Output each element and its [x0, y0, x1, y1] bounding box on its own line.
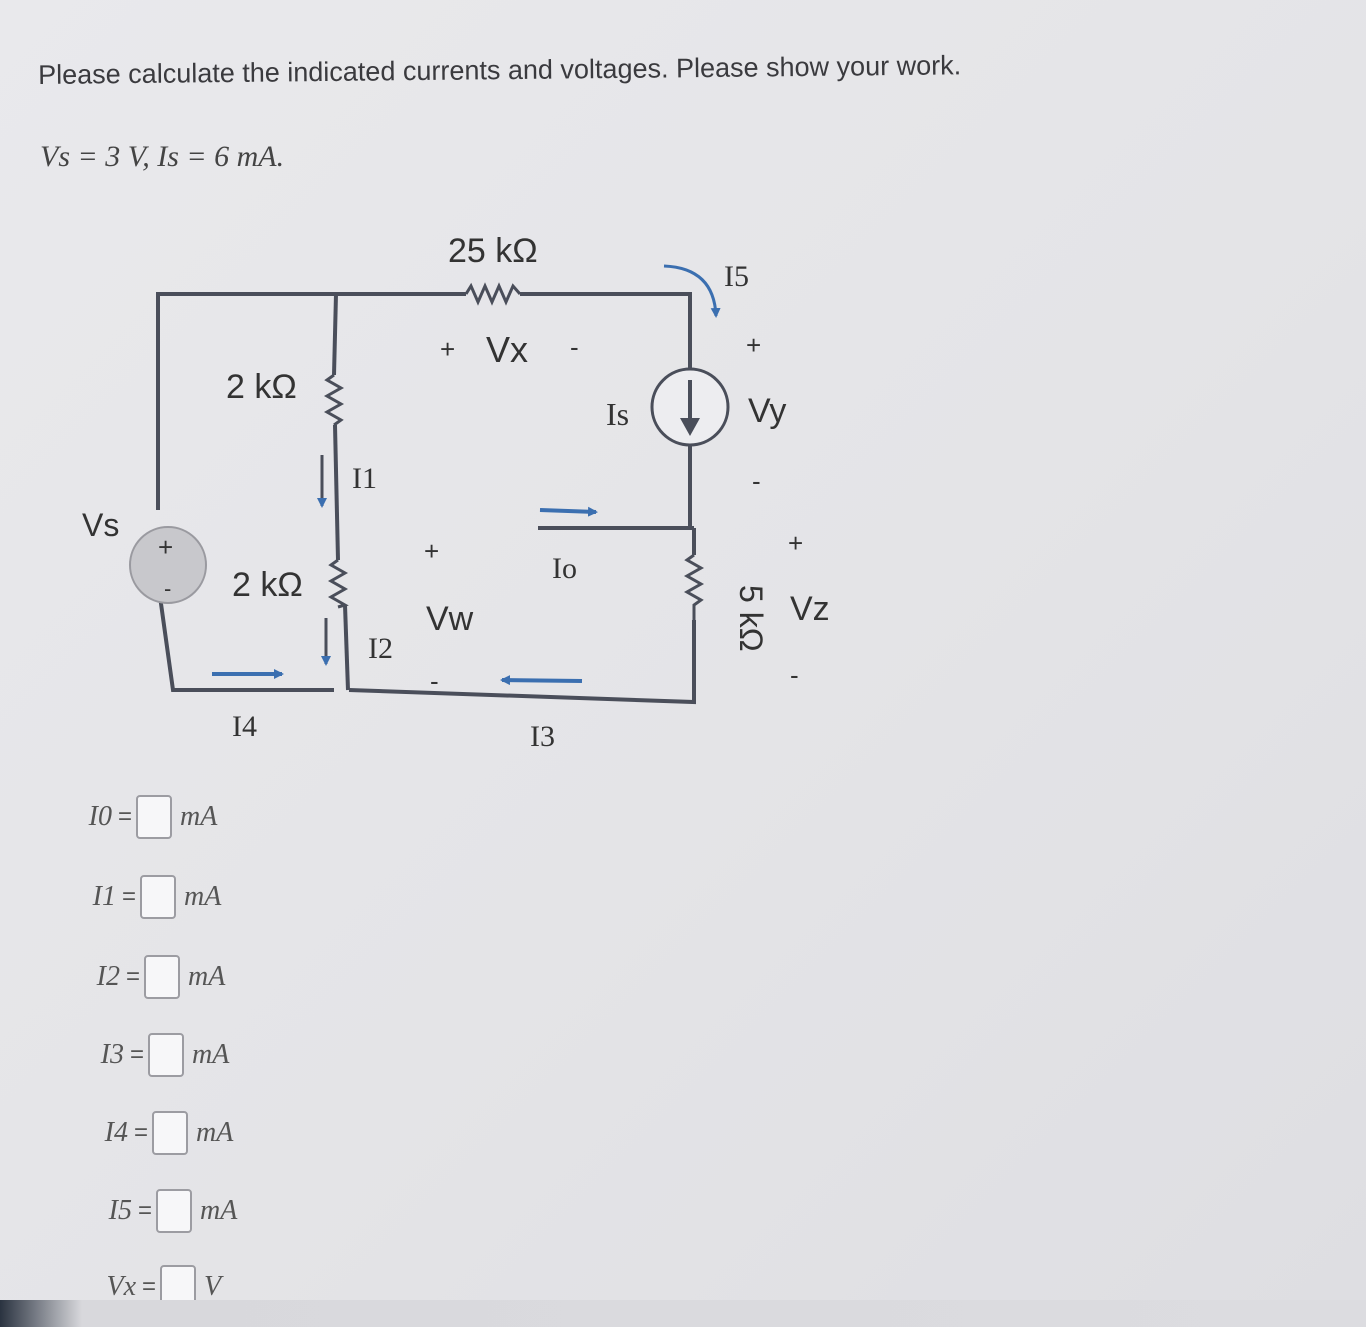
vs-plus-sign: +: [158, 532, 173, 562]
voltage-source-vs: + -: [129, 526, 207, 604]
vw-minus: -: [430, 666, 439, 696]
resistor-2k-lower-label: 2 kΩ: [232, 566, 303, 604]
answer-var: I1: [92, 881, 116, 912]
answer-unit: mA: [192, 1039, 230, 1070]
i1-label: I1: [352, 462, 377, 495]
vy-minus: -: [752, 466, 761, 496]
i5-arrow: [663, 264, 721, 318]
current-source-is: [650, 367, 730, 447]
answer-var: I2: [96, 961, 120, 992]
answer-unit: mA: [188, 961, 226, 992]
answer-row-i0: I0 = mA: [60, 795, 217, 839]
equals-sign: =: [130, 1041, 145, 1068]
vw-plus: +: [424, 536, 439, 566]
resistor-5k: [683, 553, 705, 620]
answer-var: I0: [88, 801, 112, 832]
answer-row-i4: I4 = mA: [76, 1111, 233, 1155]
equals-sign: =: [118, 803, 133, 830]
equals-sign: =: [134, 1119, 149, 1146]
answer-input-i2[interactable]: [144, 955, 181, 999]
i2-label: I2: [368, 632, 393, 665]
vy-label: Vy: [748, 392, 786, 430]
vx-label: Vx: [486, 329, 528, 370]
vy-plus: +: [746, 330, 761, 360]
answer-var: I3: [100, 1039, 124, 1070]
equals-sign: =: [142, 1273, 157, 1300]
given-values: Vs = 3 V, Is = 6 mA.: [40, 140, 285, 173]
equals-sign: =: [122, 883, 137, 910]
resistor-2k-upper-label: 2 kΩ: [226, 368, 297, 406]
i3-arrow: [500, 675, 583, 686]
answer-input-i4[interactable]: [152, 1111, 189, 1155]
vx-plus: +: [440, 334, 455, 364]
answer-input-i1[interactable]: [140, 875, 177, 919]
equals-sign: =: [138, 1197, 153, 1224]
answer-row-i2: I2 = mA: [68, 955, 225, 999]
is-label: Is: [606, 396, 629, 432]
i3-label: I3: [530, 720, 555, 753]
answer-row-i1: I1 = mA: [64, 875, 221, 919]
vz-minus: -: [790, 660, 799, 690]
equals-sign: =: [126, 963, 141, 990]
resistor-5k-label: 5 kΩ: [733, 585, 769, 652]
circuit-wires: [156, 292, 696, 705]
resistor-25k-label: 25 kΩ: [448, 232, 538, 270]
resistor-2k-lower: [327, 558, 349, 609]
answer-row-i3: I3 = mA: [72, 1033, 229, 1077]
answer-unit: mA: [200, 1195, 238, 1226]
io-arrow: [539, 506, 598, 517]
vx-minus: -: [570, 332, 579, 362]
answer-input-i5[interactable]: [156, 1189, 193, 1233]
answer-var: Vx: [106, 1271, 136, 1302]
vz-plus: +: [788, 528, 803, 558]
screen-edge: [0, 1300, 1366, 1327]
vw-label: Vw: [426, 600, 474, 638]
i5-label: I5: [724, 260, 749, 293]
resistor-25k: [464, 282, 522, 306]
i4-label: I4: [232, 710, 257, 743]
resistor-2k-upper: [323, 373, 345, 427]
answer-unit: mA: [184, 881, 222, 912]
vz-label: Vz: [790, 590, 830, 628]
answer-unit: mA: [196, 1117, 234, 1148]
io-label: Io: [552, 552, 577, 585]
vs-minus-sign: -: [164, 576, 171, 601]
answer-var: I5: [108, 1195, 132, 1226]
answer-unit: mA: [180, 801, 218, 832]
answer-unit: V: [204, 1271, 222, 1302]
answer-input-i0[interactable]: [136, 795, 173, 839]
answer-row-i5: I5 = mA: [80, 1189, 237, 1233]
vs-label: Vs: [82, 507, 119, 543]
answer-var: I4: [104, 1117, 128, 1148]
answer-input-i3[interactable]: [148, 1033, 185, 1077]
